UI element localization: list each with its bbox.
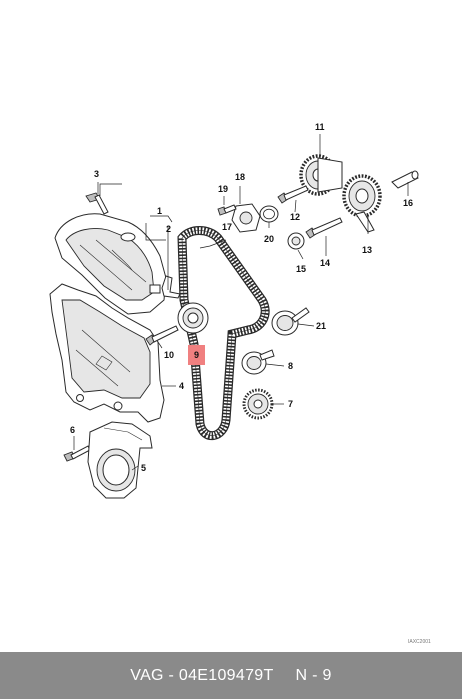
- crankshaft-sprocket: [242, 388, 274, 420]
- callout-7: 7: [288, 399, 293, 409]
- callout-13: 13: [362, 245, 372, 255]
- callout-19: 19: [218, 184, 228, 194]
- bolt-3: [85, 192, 109, 215]
- seal-15: [287, 232, 305, 250]
- exploded-parts-diagram: 1 2 3 4 5 6 7 8 9 10 11 12 13 14 15 16 1…: [49, 122, 431, 645]
- bolt-12: [277, 185, 309, 204]
- camshaft-sprocket-11: [299, 154, 343, 196]
- callout-18: 18: [235, 172, 245, 182]
- sensor-18: [231, 203, 261, 233]
- diagram-position: N - 9: [295, 666, 332, 684]
- callout-1: 1: [157, 206, 162, 216]
- bolt-10: [145, 325, 179, 346]
- pin-16: [391, 170, 419, 189]
- callout-15: 15: [296, 264, 306, 274]
- callout-5: 5: [141, 463, 146, 473]
- callout-10: 10: [164, 350, 174, 360]
- leader-lines: [73, 134, 409, 471]
- callout-4: 4: [179, 381, 184, 391]
- idler-roller-21: [271, 307, 310, 336]
- callout-11: 11: [315, 122, 325, 132]
- part-number: VAG - 04E109479T: [130, 666, 274, 684]
- tensioning-roller: [177, 302, 209, 334]
- callout-12: 12: [290, 212, 300, 222]
- lower-timing-cover: [87, 421, 153, 499]
- callout-14: 14: [320, 258, 330, 268]
- clip-2: [161, 275, 181, 299]
- highlight-box: [188, 345, 205, 365]
- bolt-19: [217, 204, 237, 216]
- callout-20: 20: [264, 234, 274, 244]
- timing-belt: [177, 226, 270, 440]
- callout-8: 8: [288, 361, 293, 371]
- callout-6: 6: [70, 425, 75, 435]
- o-ring-20: [259, 205, 279, 223]
- callout-9: 9: [194, 350, 199, 360]
- rear-timing-cover: [49, 283, 165, 423]
- upper-timing-cover: [54, 213, 167, 315]
- callout-3: 3: [94, 169, 99, 179]
- part-footer-bar: VAG - 04E109479T N - 9: [0, 652, 462, 699]
- callout-2: 2: [166, 224, 171, 234]
- callout-17: 17: [222, 222, 232, 232]
- watermark: IAXC2001: [408, 639, 431, 645]
- bolt-14: [305, 217, 343, 239]
- callout-21: 21: [316, 321, 326, 331]
- idler-roller-8: [241, 349, 275, 375]
- bolt-6: [63, 445, 91, 462]
- camshaft-sprocket-13: [342, 174, 382, 233]
- callout-16: 16: [403, 198, 413, 208]
